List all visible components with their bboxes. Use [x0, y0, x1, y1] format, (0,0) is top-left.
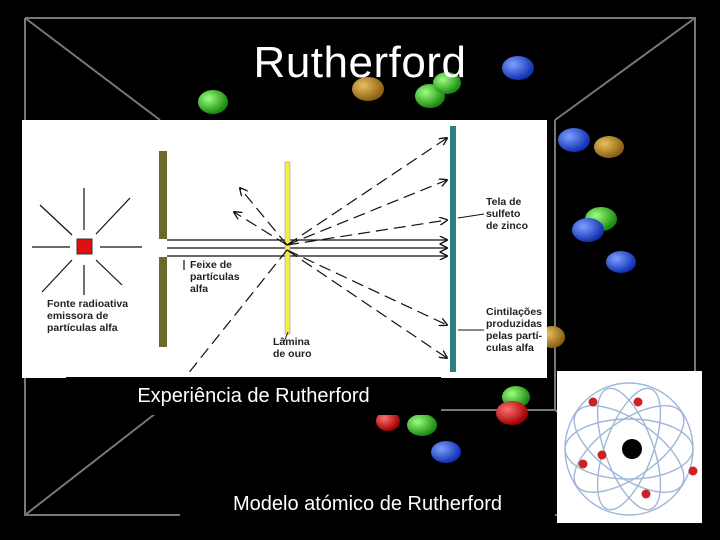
scintillations-label: Cintilações produzidas pelas partí- cula…: [486, 306, 543, 354]
experiment-caption: Experiência de Rutherford: [66, 377, 441, 415]
beam-label: Feixe de partículas alfa: [190, 259, 240, 295]
slide-title: Rutherford: [253, 38, 467, 87]
alpha-beam: [167, 240, 447, 270]
electrons: [578, 397, 698, 499]
screen-label: Tela de sulfeto de zinco: [486, 196, 529, 232]
gold-foil-label: Lâmina de ouro: [273, 336, 312, 360]
source-label: Fonte radioativa emissora de partículas …: [47, 298, 129, 334]
scattered-particles: [186, 138, 447, 376]
label-pointers: [283, 213, 485, 343]
radioactive-source: [76, 238, 93, 255]
lead-block-bottom: [159, 257, 167, 347]
experiment-drawing: [32, 126, 485, 376]
lead-block-top: [159, 151, 167, 239]
model-caption: Modelo atómico de Rutherford: [180, 485, 555, 523]
atomic-model-image: [557, 371, 702, 523]
source-rays: [32, 188, 142, 295]
atom-drawing: [564, 382, 698, 516]
zinc-sulfide-screen: [450, 126, 456, 372]
nucleus: [622, 439, 642, 459]
gold-foil: [284, 161, 291, 335]
rutherford-experiment-diagram: Tela de sulfeto de zinco Feixe de partíc…: [22, 120, 547, 378]
electron-orbits: [564, 382, 694, 516]
